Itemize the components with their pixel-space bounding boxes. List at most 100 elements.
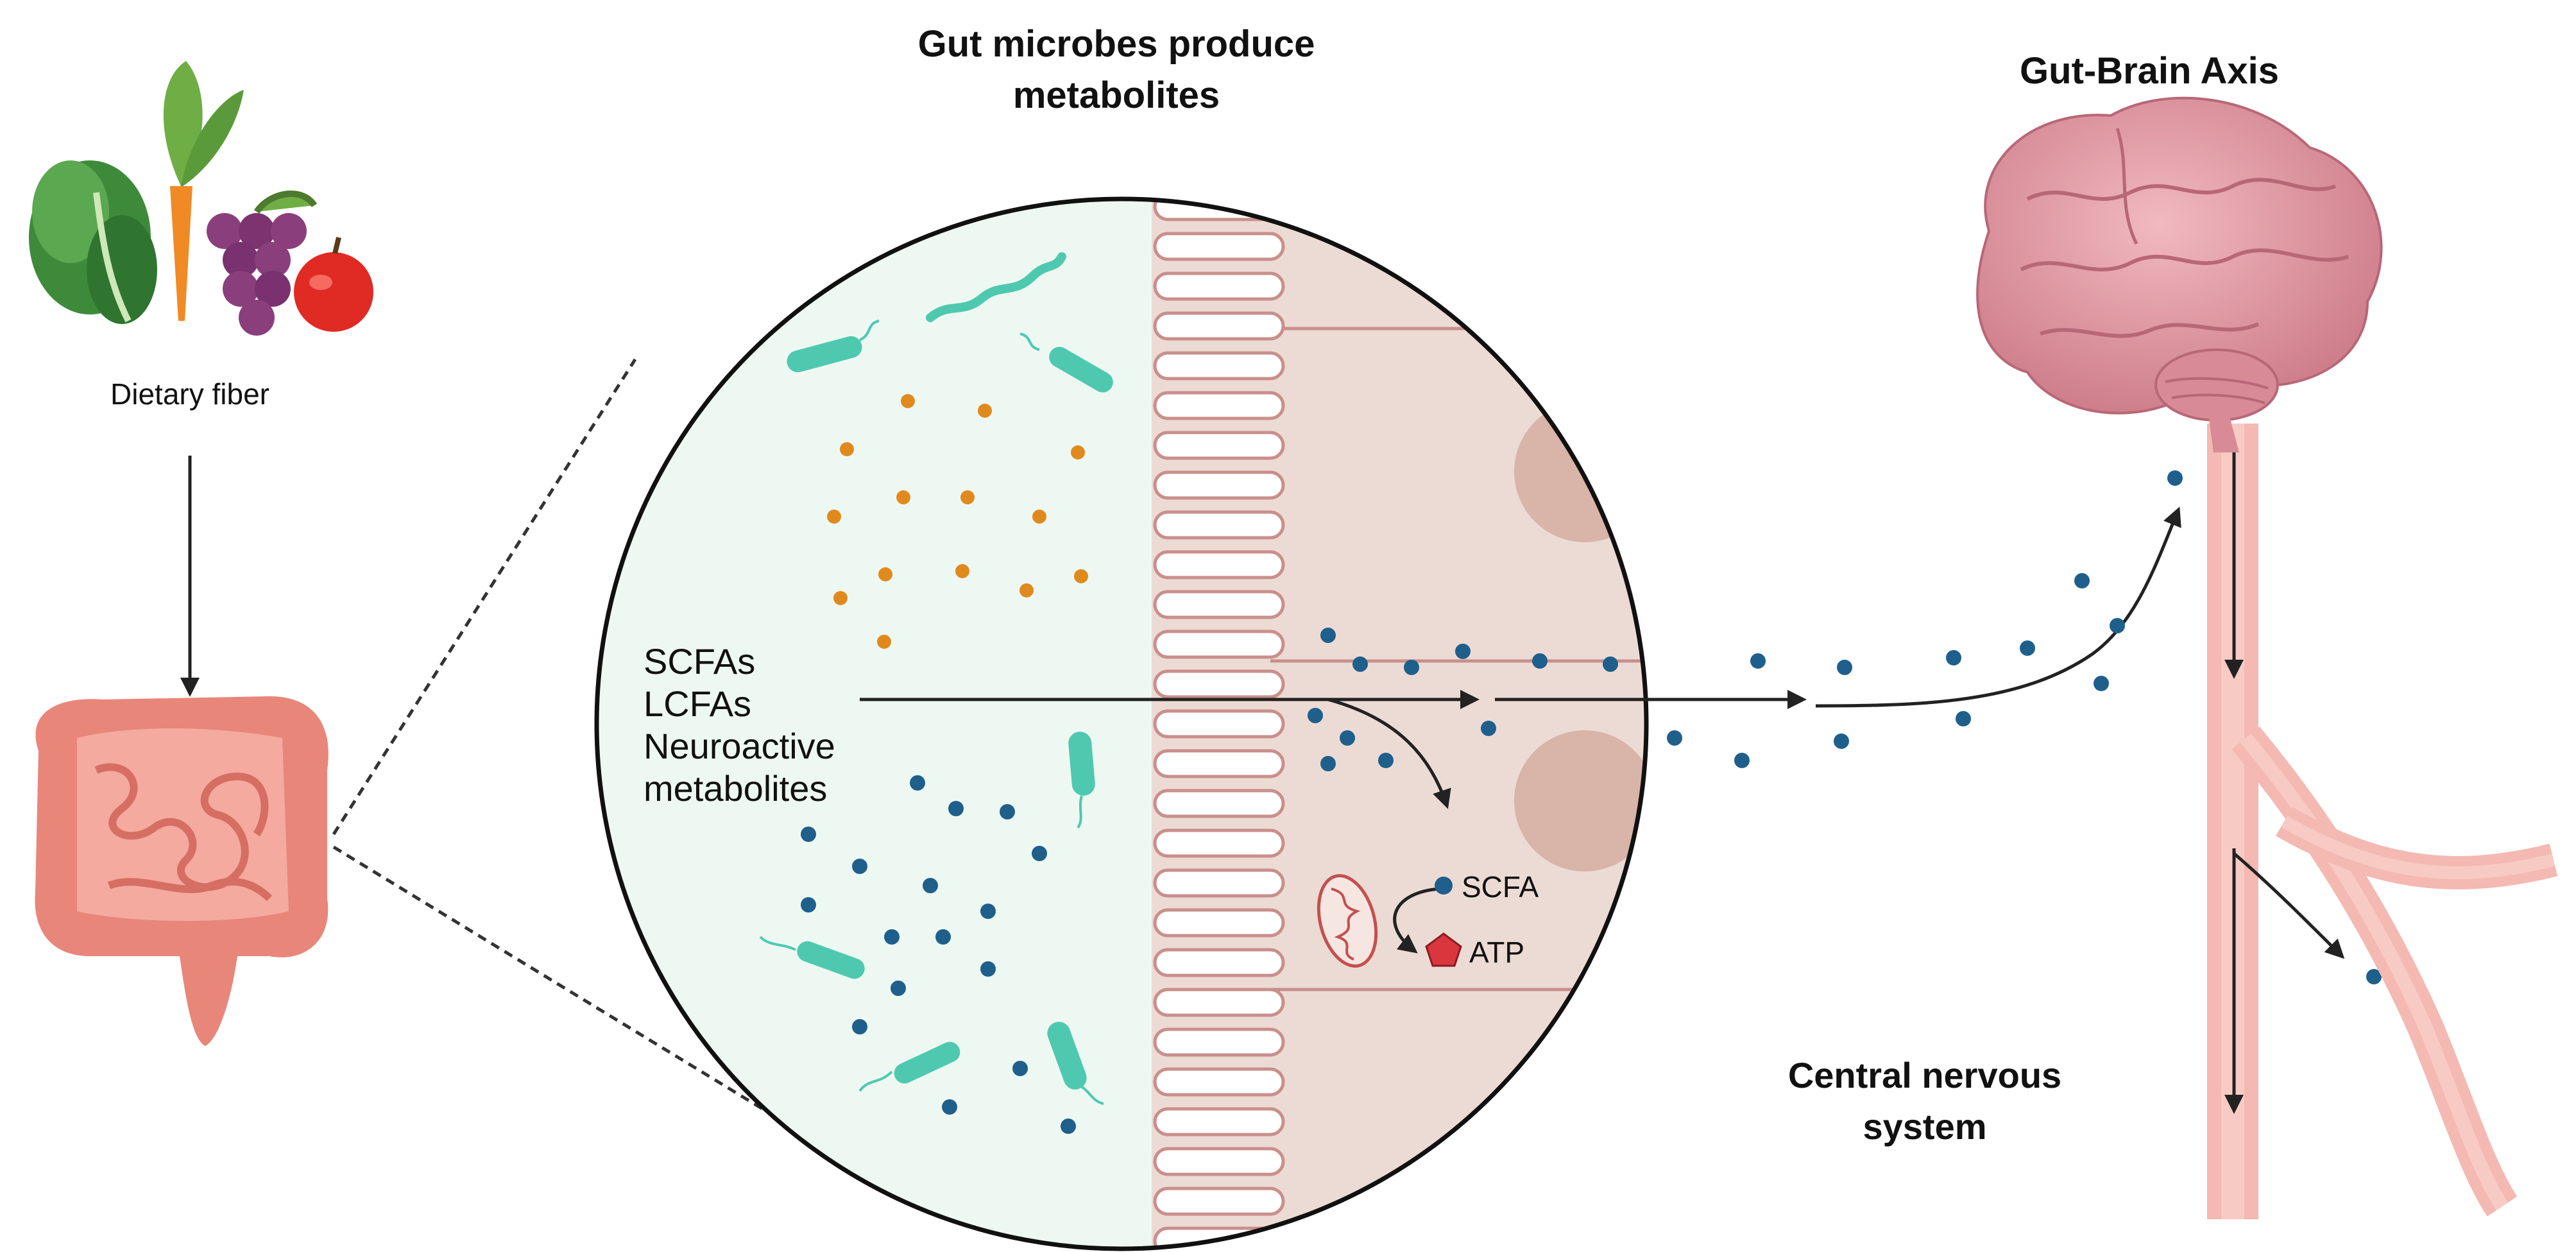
blue-metabolite [1603,656,1618,672]
blue-metabolite [2094,676,2109,691]
blue-metabolite [1956,711,1971,726]
blue-metabolite [801,897,816,913]
blue-metabolite [852,859,867,874]
blue-metabolite [910,775,925,791]
blue-metabolite [1834,733,1849,749]
microvillus [1153,1187,1285,1216]
bacteria-icon [926,252,1066,322]
blue-metabolite [1667,730,1682,746]
blue-metabolite [2167,470,2183,486]
microvillus [1155,154,1283,180]
orange-metabolite [901,394,915,408]
bacteria-icon [787,320,880,373]
zoom-line-top [332,358,637,836]
microvillus [1153,828,1285,858]
orange-metabolite [978,404,992,418]
blue-metabolite [2074,573,2090,588]
blue-metabolite [801,827,816,842]
blue-metabolite [980,904,996,919]
bacteria-icon [1047,1022,1104,1105]
microvillus [1153,749,1285,778]
microvillus [1153,948,1285,977]
blue-metabolite [2110,618,2125,633]
blue-metabolite [1734,753,1750,768]
metabolites-label-2: LCFAs [644,683,751,724]
orange-metabolite [1074,569,1088,583]
microvillus [1153,709,1285,739]
orange-metabolite [1071,445,1085,459]
zoom-circle-border [594,196,1649,1251]
microvillus [1153,1067,1285,1097]
microvillus [1153,630,1285,659]
microvillus [1153,669,1285,699]
cell-nucleus [1514,730,1646,871]
bacteria-icon [1068,732,1095,829]
microvillus [1153,391,1285,420]
blue-metabolite [2020,640,2035,656]
microvillus [1153,1147,1285,1176]
blue-metabolite [852,1019,867,1034]
zoom-line-bottom [332,845,829,1151]
blue-metabolite [1320,628,1336,643]
orange-metabolite [878,567,892,581]
microvillus [1153,271,1285,301]
blue-metabolite [1837,660,1852,675]
metabolites-label-1: SCFAs [644,641,755,682]
blue-metabolite [891,981,906,996]
blue-metabolite [1320,756,1336,771]
microvillus [1153,1027,1285,1057]
microvillus [1153,988,1285,1017]
orange-metabolite [840,442,854,456]
orange-metabolite [877,635,891,649]
mitochondrion-icon [1317,874,1378,968]
microvillus [1153,351,1285,381]
grapes-icon [207,190,318,336]
blue-metabolites [801,628,1618,1134]
blue-metabolite [948,801,964,816]
blue-metabolite [1340,730,1355,746]
to-brain-arrow [1815,506,2181,708]
blue-metabolite [1012,1061,1028,1076]
intestine-icon [35,696,328,1046]
bacteria-icon [858,1042,960,1092]
microvillus [1153,908,1285,938]
microvillus [1153,590,1285,619]
microvilli [1152,154,1285,1249]
microvillus [1153,510,1285,540]
blue-metabolite [1750,653,1766,669]
blue-metabolite [1352,656,1368,672]
orange-metabolite [827,510,841,524]
blue-metabolite [942,1099,957,1115]
orange-metabolite [960,490,975,504]
microvillus [1153,311,1285,341]
orange-metabolite [833,591,848,605]
blue-metabolite [1946,650,1961,665]
microvillus [1153,789,1285,818]
orange-metabolite [955,564,969,578]
gut-microbes-title-1: Gut microbes produce [918,23,1315,65]
gut-brain-axis-title: Gut-Brain Axis [2020,50,2279,92]
brain-icon [1976,96,2383,452]
dietary-fiber-foods [29,61,373,336]
blue-metabolite [923,878,938,893]
scfa-label: SCFA [1462,870,1539,904]
metabolites-label-3: Neuroactive [644,726,835,766]
blue-metabolite [1061,1119,1076,1134]
blue-metabolite [1032,846,1047,861]
scfa-molecule [1435,877,1453,895]
orange-metabolites [827,394,1088,649]
cell-nucleus [1514,401,1646,542]
microvillus [1153,868,1285,898]
blue-metabolite [1308,708,1323,723]
blue-metabolite [1455,644,1471,659]
atp-pentagon-icon [1425,932,1462,967]
bacteria-icon [759,936,865,979]
microvillus [1153,550,1285,579]
spinal-cord-icon [2207,424,2558,1219]
bacteria-group [759,252,1113,1105]
blue-metabolite [1378,753,1394,768]
dietary-fiber-label: Dietary fiber [110,377,269,411]
blue-metabolite [2366,969,2382,984]
